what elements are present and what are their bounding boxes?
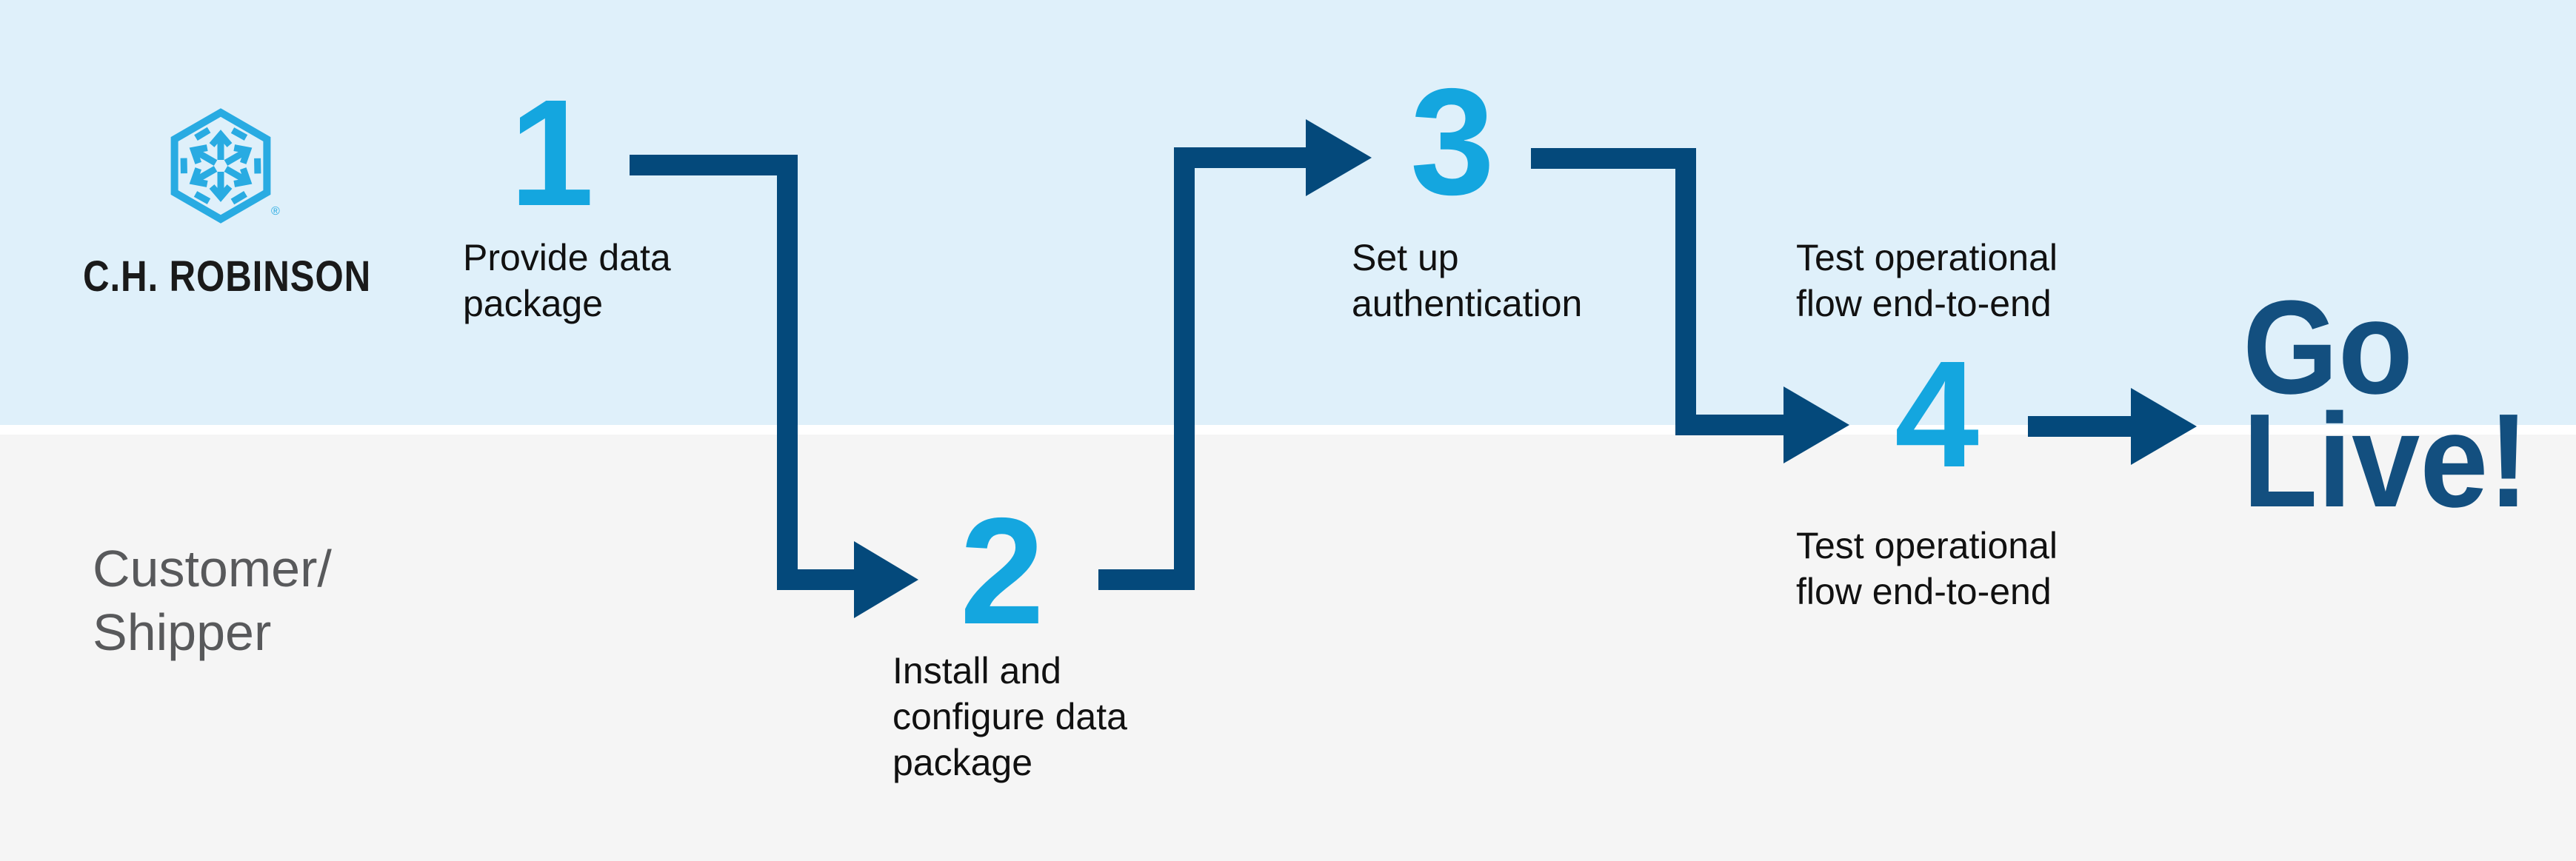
hexagon-cube-arrows-icon: ® [170, 108, 280, 224]
go-live-line2: Live! [2243, 386, 2529, 535]
go-live-text: Go Live! [2243, 273, 2529, 535]
registered-trademark-icon: ® [271, 205, 280, 218]
step-4-label-top: Test operational flow end-to-end [1796, 237, 2058, 324]
step-2-number: 2 [959, 486, 1044, 656]
arrow-step4-to-golive-icon [2028, 388, 2197, 465]
go-live-line1: Go [2243, 273, 2413, 422]
step-3-label: Set up authentication [1352, 237, 1583, 324]
chrobinson-lane-background [0, 0, 2576, 425]
chrobinson-wordmark: C.H. ROBINSON [83, 252, 372, 301]
step-4-label-bottom: Test operational flow end-to-end [1796, 525, 2058, 612]
step-1-label: Provide data package [463, 237, 671, 324]
lane-divider [0, 425, 2576, 435]
step-1-number: 1 [509, 68, 594, 238]
chrobinson-logo: ® C.H. ROBINSON [83, 102, 370, 301]
arrow-step2-to-step3-icon [1098, 119, 1372, 590]
step-3-number: 3 [1409, 57, 1495, 227]
step-4-number: 4 [1894, 329, 1979, 499]
customer-lane-background [0, 435, 2576, 861]
customer-shipper-lane-label: Customer/ Shipper [93, 540, 332, 661]
arrow-step3-to-step4-icon [1531, 148, 1849, 463]
step-2-label: Install and configure data package [892, 650, 1127, 783]
arrow-step1-to-step2-icon [630, 155, 918, 618]
